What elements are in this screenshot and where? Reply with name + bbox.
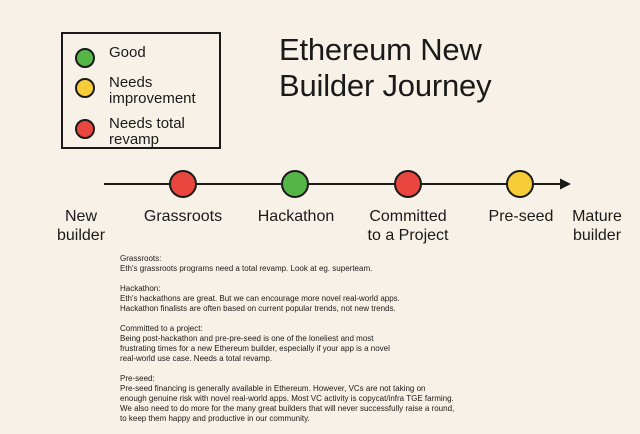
stage-label-pre-seed: Pre-seed	[482, 207, 560, 226]
note-grassroots: Grassroots: Eth's grassroots programs ne…	[120, 254, 520, 274]
title-line-2: Builder Journey	[279, 68, 492, 103]
note-line: Being post-hackathon and pre-pre-seed is…	[120, 334, 374, 343]
legend-label-line: revamp	[109, 131, 160, 148]
legend-label-line: Needs	[109, 74, 153, 91]
stage-label-line: Hackathon	[257, 208, 335, 225]
stage-label-line: Grassroots	[143, 208, 223, 225]
legend: Good Needs improvement Needs total revam…	[61, 32, 221, 149]
stage-label-line: to a Project	[367, 227, 449, 244]
stage-dot-pre-seed	[506, 170, 534, 198]
legend-label-needs-total-revamp: Needs total revamp	[109, 116, 185, 148]
note-line: frustrating times for a new Ethereum bui…	[120, 344, 390, 353]
legend-dot-needs-improvement	[75, 78, 95, 98]
legend-item-needs-total-revamp: Needs total revamp	[75, 116, 185, 148]
note-line: Eth's grassroots programs need a total r…	[120, 264, 373, 273]
stage-label-line: Pre-seed	[488, 208, 554, 225]
legend-dot-needs-total-revamp	[75, 119, 95, 139]
stage-label-hackathon: Hackathon	[252, 207, 340, 226]
legend-item-needs-improvement: Needs improvement	[75, 75, 196, 107]
timeline-arrowhead	[560, 178, 571, 190]
legend-dot-good	[75, 48, 95, 68]
legend-label-good: Good	[109, 45, 146, 61]
stage-label-line: New	[64, 208, 97, 225]
stage-dot-committed	[394, 170, 422, 198]
stage-label-committed: Committed to a Project	[356, 207, 460, 245]
stage-dot-hackathon	[281, 170, 309, 198]
stage-label-line: Committed	[369, 208, 447, 225]
note-line: We also need to do more for the many gre…	[120, 404, 455, 413]
note-line: Hackathon finalists are often based on c…	[120, 304, 396, 313]
note-heading: Pre-seed:	[120, 374, 155, 383]
note-line: real-world use case. Needs a total revam…	[120, 354, 273, 363]
stage-label-grassroots: Grassroots	[138, 207, 228, 226]
stage-label-new-builder: New builder	[52, 207, 110, 245]
note-heading: Committed to a project:	[120, 324, 203, 333]
note-heading: Hackathon:	[120, 284, 161, 293]
legend-label-line: Needs total	[109, 115, 185, 132]
legend-label-line: improvement	[109, 90, 196, 107]
note-pre-seed: Pre-seed: Pre-seed financing is generall…	[120, 374, 520, 424]
note-line: Eth's hackathons are great. But we can e…	[120, 294, 400, 303]
note-hackathon: Hackathon: Eth's hackathons are great. B…	[120, 284, 520, 314]
note-heading: Grassroots:	[120, 254, 162, 263]
stage-label-mature-builder: Mature builder	[566, 207, 628, 245]
title-line-1: Ethereum New	[279, 32, 482, 67]
note-committed: Committed to a project: Being post-hacka…	[120, 324, 520, 364]
diagram-title: Ethereum New Builder Journey	[279, 32, 579, 104]
stage-dot-grassroots	[169, 170, 197, 198]
note-line: Pre-seed financing is generally availabl…	[120, 384, 426, 393]
stage-label-line: builder	[56, 227, 106, 244]
legend-label-good-line: Good	[109, 44, 146, 61]
legend-label-needs-improvement: Needs improvement	[109, 75, 196, 107]
note-line: to keep them happy and productive in our…	[120, 414, 310, 423]
stage-label-line: builder	[572, 227, 622, 244]
legend-item-good: Good	[75, 45, 146, 68]
notes: Grassroots: Eth's grassroots programs ne…	[120, 254, 520, 434]
stage-label-line: Mature	[572, 208, 622, 225]
note-line: enough genuine risk with novel real-worl…	[120, 394, 454, 403]
